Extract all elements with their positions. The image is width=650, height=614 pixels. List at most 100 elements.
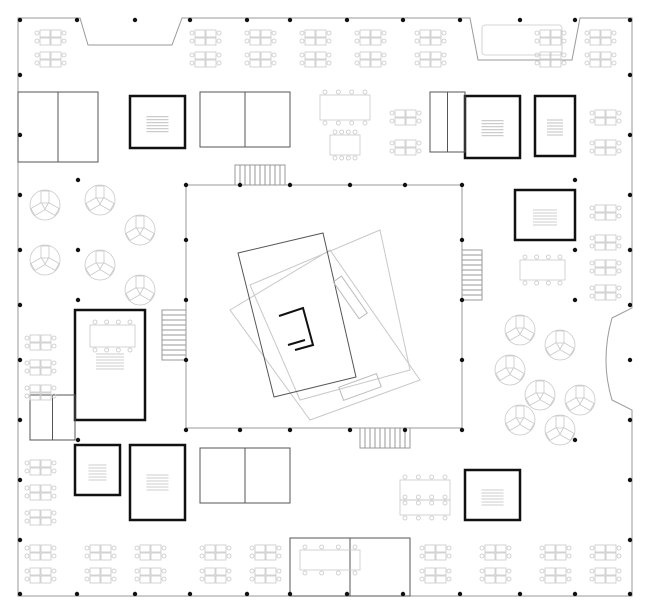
core-stair	[547, 119, 563, 136]
desk	[29, 567, 41, 576]
desk	[139, 567, 151, 576]
pinwheel-workstation	[124, 274, 156, 306]
desk	[135, 275, 145, 289]
chair	[566, 576, 572, 582]
desk-cluster	[249, 567, 282, 584]
column	[457, 591, 463, 597]
chair	[24, 385, 30, 391]
cluster-area	[494, 354, 526, 386]
desk	[484, 552, 496, 561]
desk	[555, 330, 565, 344]
desk	[359, 51, 371, 60]
desk	[215, 567, 227, 576]
chair	[199, 576, 205, 582]
chair	[561, 30, 567, 36]
desk	[254, 552, 266, 561]
desk	[594, 267, 606, 276]
chair	[545, 254, 551, 260]
desk	[139, 552, 151, 561]
desk	[100, 567, 112, 576]
cluster-area	[544, 414, 576, 446]
column	[517, 17, 523, 23]
cluster-area	[544, 329, 576, 361]
desk	[265, 544, 277, 553]
desk	[194, 29, 206, 38]
chair	[216, 30, 222, 36]
chair	[24, 360, 30, 366]
desk	[495, 544, 507, 553]
desk	[304, 29, 316, 38]
desk	[605, 109, 617, 118]
desk	[545, 341, 561, 357]
desk	[40, 484, 52, 493]
chair	[111, 576, 117, 582]
desk	[594, 284, 606, 293]
desk	[265, 567, 277, 576]
central-pavilion	[229, 229, 421, 421]
column	[457, 17, 463, 23]
desk	[139, 575, 151, 584]
desk	[594, 567, 606, 576]
column	[17, 537, 23, 543]
desk	[254, 544, 266, 553]
chair	[389, 148, 395, 154]
desk	[39, 59, 51, 68]
desk	[40, 367, 52, 376]
chair	[584, 60, 590, 66]
desk	[519, 326, 535, 342]
desk-cluster	[24, 544, 57, 561]
column	[627, 132, 633, 138]
desk	[315, 51, 327, 60]
chair	[402, 494, 408, 500]
desk	[99, 196, 115, 212]
desk-cluster	[539, 544, 572, 561]
desk	[394, 109, 406, 118]
chair	[302, 570, 308, 576]
chair	[534, 30, 540, 36]
desk	[594, 212, 606, 221]
chair	[199, 553, 205, 559]
desk	[519, 416, 535, 432]
chair	[127, 347, 133, 353]
chair	[479, 545, 485, 551]
desk-cluster	[479, 567, 512, 584]
column	[237, 427, 243, 433]
pinwheel-workstation	[84, 249, 116, 281]
desk-cluster	[389, 109, 422, 126]
desk	[594, 259, 606, 268]
column	[459, 237, 465, 243]
chair	[589, 293, 595, 299]
chair	[584, 30, 590, 36]
desk	[215, 544, 227, 553]
chair	[589, 545, 595, 551]
desk	[589, 37, 601, 46]
chair	[24, 393, 30, 399]
chair	[589, 213, 595, 219]
chair	[34, 30, 40, 36]
chair	[249, 545, 255, 551]
desk	[304, 37, 316, 46]
column	[287, 427, 293, 433]
desk	[50, 51, 62, 60]
desk	[125, 286, 141, 302]
desk-cluster	[589, 544, 622, 561]
desk-cluster	[24, 509, 57, 526]
desk	[215, 575, 227, 584]
desk	[505, 326, 521, 342]
columns	[17, 17, 633, 597]
chair	[589, 568, 595, 574]
chair	[61, 60, 67, 66]
pinwheel-workstation	[544, 329, 576, 361]
column	[183, 427, 189, 433]
column	[572, 247, 578, 253]
desk	[370, 29, 382, 38]
desk	[40, 245, 50, 259]
desk	[205, 29, 217, 38]
desk	[435, 552, 447, 561]
cluster-area	[504, 404, 536, 436]
desk	[605, 259, 617, 268]
core-walls	[463, 468, 522, 522]
chair	[226, 576, 232, 582]
desk	[515, 405, 525, 419]
